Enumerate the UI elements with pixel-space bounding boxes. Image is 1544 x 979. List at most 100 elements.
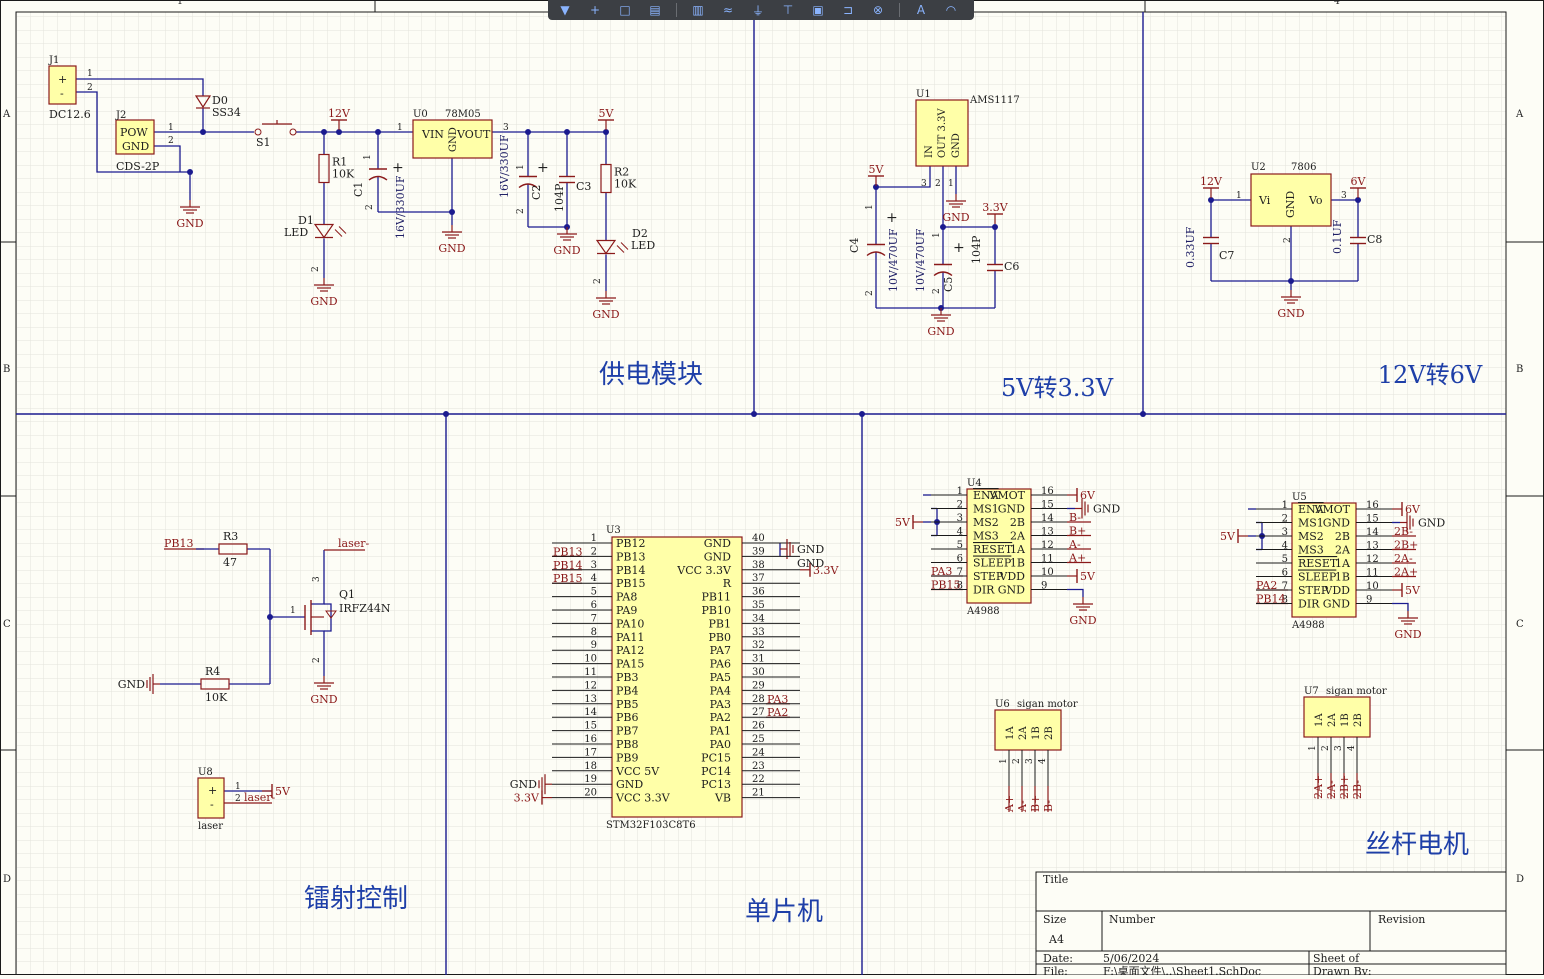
pin-name: VB xyxy=(714,792,731,805)
pin-num: 1 xyxy=(168,123,174,133)
align-icon: ▤ xyxy=(649,3,661,17)
ref-u2: U2 xyxy=(1251,162,1266,173)
wire xyxy=(154,145,181,172)
value-c8: 0.1UF xyxy=(1331,219,1344,254)
junction-dot xyxy=(1140,411,1146,417)
motor-u6 xyxy=(994,709,1062,751)
pin-num: 40 xyxy=(752,533,765,544)
ref-c3: C3 xyxy=(576,180,591,193)
pin-name: PB4 xyxy=(616,684,638,697)
ref-c4: C4 xyxy=(848,238,861,253)
column-marker: 1 xyxy=(177,0,183,7)
pin-num: 1 xyxy=(1308,745,1318,751)
filter-icon: ▼ xyxy=(560,3,570,17)
row-marker: B xyxy=(1516,364,1523,375)
resistor-body xyxy=(600,163,612,194)
value-driver: A4988 xyxy=(1291,620,1325,631)
ground-label: GND xyxy=(310,693,337,706)
regulator-u1 xyxy=(915,99,969,167)
pin-name: VDD xyxy=(1323,584,1350,597)
ground-label: GND xyxy=(1277,307,1304,320)
pin-num: 16 xyxy=(584,734,597,745)
pin-num: 4 xyxy=(1347,745,1357,751)
junction-dot xyxy=(940,224,946,230)
pin-num: 4 xyxy=(1038,758,1048,764)
toolbar-button-align[interactable]: ▤ xyxy=(646,3,664,17)
power-port-label: 12V xyxy=(1200,175,1223,188)
size-value: A4 xyxy=(1048,933,1064,946)
pin-num: 35 xyxy=(752,600,765,611)
pin-name: PB3 xyxy=(616,671,638,684)
toolbar-button-filter[interactable]: ▼ xyxy=(556,3,574,17)
pin-num: 1 xyxy=(1282,500,1288,511)
pin-name: 1A xyxy=(1314,713,1325,727)
led-triangle xyxy=(595,239,617,255)
number-label: Number xyxy=(1109,913,1156,926)
revision-label: Revision xyxy=(1378,913,1425,926)
ground-label: GND xyxy=(927,325,954,338)
pin-num: 3 xyxy=(957,513,963,524)
pin-name: PC13 xyxy=(701,778,731,791)
pin-num: 3 xyxy=(1025,758,1035,764)
pin-num: 2 xyxy=(593,278,603,284)
pin-num: 33 xyxy=(752,627,765,638)
value-j2: CDS-2P xyxy=(116,160,160,173)
toolbar-button-wire[interactable]: ≈ xyxy=(719,3,737,17)
ground-label: GND xyxy=(118,678,145,691)
toolbar-button-component[interactable]: ▥ xyxy=(689,3,707,17)
toolbar-button-net-label[interactable]: ⊤ xyxy=(779,3,797,17)
pin-name: VCC 3.3V xyxy=(615,792,671,805)
capacitor-curve xyxy=(368,175,388,181)
power-port-label: 6V xyxy=(1405,503,1421,516)
toolbar-button-sheet-symbol[interactable]: ▣ xyxy=(809,3,827,17)
junction-dot xyxy=(859,411,865,417)
pin-num: 2 xyxy=(935,179,941,189)
pin-num: 1 xyxy=(957,486,963,497)
value-c3: 104P xyxy=(553,183,566,212)
port-icon: ⊐ xyxy=(842,3,854,17)
pin-name: PB1 xyxy=(709,617,731,630)
resistor-ref: R3 xyxy=(223,530,238,543)
toolbar-button-ground[interactable]: ⏚ xyxy=(749,3,767,18)
pin-num: 20 xyxy=(584,788,597,799)
pin-name: Vo xyxy=(1308,194,1323,207)
pin-num: 31 xyxy=(752,654,765,665)
pin-num: 1 xyxy=(865,204,875,210)
pin-num: 32 xyxy=(752,640,765,651)
toolbar-button-text[interactable]: A xyxy=(912,3,930,17)
pin-name: GND xyxy=(448,127,459,152)
connector-j2 xyxy=(115,119,155,155)
resistor-value: 10K xyxy=(332,168,355,181)
pin-name: DIR xyxy=(1298,598,1320,611)
value-d1: LED xyxy=(284,226,308,239)
pin-num: 19 xyxy=(584,774,597,785)
pin-name: 1B xyxy=(1031,726,1042,740)
toolbar-button-no-erc[interactable]: ⊗ xyxy=(869,3,887,17)
mosfet-diode xyxy=(325,610,337,619)
pin-num: 17 xyxy=(584,747,597,758)
ground-label: GND xyxy=(1093,503,1120,516)
mcu-u3 xyxy=(611,536,743,818)
pin-name: 1A xyxy=(1005,726,1016,740)
pin-num: 2 xyxy=(235,794,241,804)
toolbar-button-select-rect[interactable]: □ xyxy=(616,3,634,17)
net-label: A+ xyxy=(1068,552,1086,565)
pin-num: 7 xyxy=(957,567,963,578)
toolbar-button-port[interactable]: ⊐ xyxy=(839,3,857,17)
pin-num: 25 xyxy=(752,734,765,745)
pin-num: 2 xyxy=(1282,514,1288,525)
pin-num: 4 xyxy=(957,527,963,538)
toolbar-button-arc[interactable]: ◠ xyxy=(942,3,960,17)
resistor-ref: R4 xyxy=(205,665,220,678)
resistor-body xyxy=(218,543,248,555)
toolbar-button-crosshair[interactable]: + xyxy=(586,3,604,17)
pin-num: 9 xyxy=(1366,595,1372,606)
sheet-label: Sheet of xyxy=(1313,952,1360,965)
ref-c7: C7 xyxy=(1219,249,1234,262)
arc-icon: ◠ xyxy=(945,3,957,17)
pin-num: 2 xyxy=(87,83,93,93)
pin-name: PA6 xyxy=(710,658,731,671)
pin-num: 13 xyxy=(1366,541,1379,552)
